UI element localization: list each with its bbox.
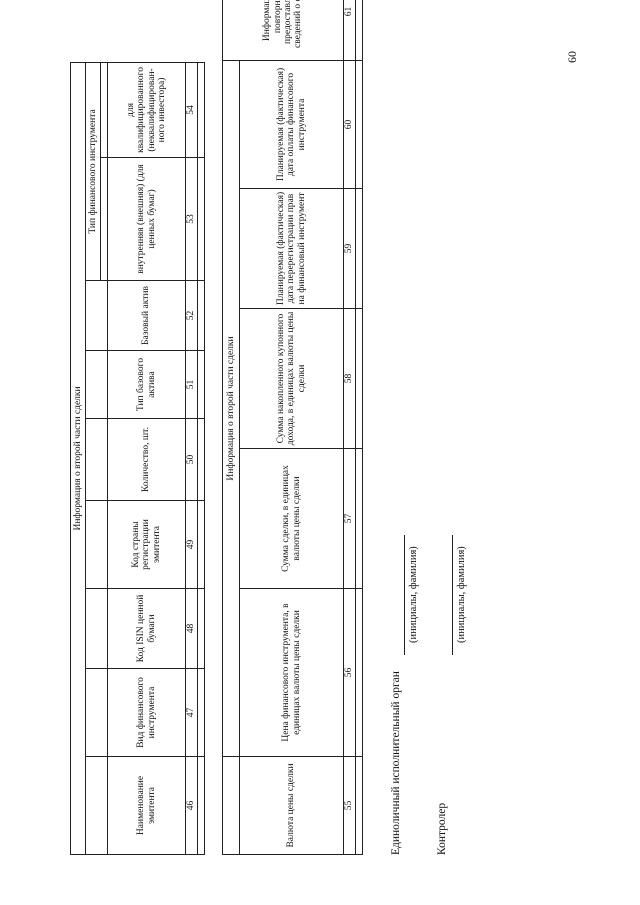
table2-group-title: Информация о второй части сделки (222, 60, 240, 757)
organ-label: Единоличный исполнительный орган (390, 671, 402, 855)
col-num-55: 55 (343, 756, 356, 855)
col-num-56: 56 (343, 588, 356, 757)
second-part-deal-table-2: Информация о второй части сделки Информа… (222, 0, 363, 855)
second-part-deal-table-1: Информация о второй части сделки Тип фин… (70, 62, 205, 855)
col-header-52: Базовый актив (107, 280, 186, 351)
col-header-54: для квалифицированного (неквалифицирован… (107, 62, 186, 158)
col-num-51: 51 (185, 350, 198, 419)
col-num-57: 57 (343, 448, 356, 589)
controller-signature-line (452, 535, 453, 655)
col-num-60: 60 (343, 60, 356, 189)
col-num-54: 54 (185, 62, 198, 158)
organ-caption: (инициалы, фамилия) (408, 546, 419, 643)
col-header-49: Код страны регистрации эмитента (107, 500, 186, 589)
col-num-50: 50 (185, 418, 198, 501)
col-header-59: Планируемая (фактическая) дата перерегис… (239, 188, 344, 309)
col-num-61: 61 (343, 0, 356, 61)
col-header-50: Количество, шт. (107, 418, 186, 501)
col-header-47: Вид финансового инструмента (107, 668, 186, 757)
col-header-58: Сумма накопленного купонного дохода, в е… (239, 308, 344, 449)
col-num-58: 58 (343, 308, 356, 449)
col-num-53: 53 (185, 157, 198, 281)
col-header-51: Тип базового актива (107, 350, 186, 419)
col-num-48: 48 (185, 588, 198, 669)
col-header-55: Валюта цены сделки (239, 756, 344, 855)
col-header-48: Код ISIN ценной бумаги (107, 588, 186, 669)
controller-caption: (инициалы, фамилия) (456, 546, 467, 643)
col-num-59: 59 (343, 188, 356, 309)
col-num-46: 46 (185, 756, 198, 855)
col-header-61: Информация о повторном предоставлении св… (222, 0, 344, 61)
col-header-53: внутренняя (внешняя) (для ценных бумаг) (107, 157, 186, 281)
col-num-52: 52 (185, 280, 198, 351)
page-number: 60 (565, 51, 579, 63)
col-header-56: Цена финансового инструмента, в единицах… (239, 588, 344, 757)
col-header-46: Наименование эмитента (107, 756, 186, 855)
col-header-60: Планируемая (фактическая) дата оплаты фи… (239, 60, 344, 189)
table1-subgroup-title: Тип финансового инструмента (85, 62, 101, 281)
table1-group-title: Информация о второй части сделки (70, 62, 86, 855)
col-header-57: Сумма сделки, в единицах валюты цены сде… (239, 448, 344, 589)
controller-label: Контролер (436, 802, 448, 855)
col-num-49: 49 (185, 500, 198, 589)
col-num-47: 47 (185, 668, 198, 757)
organ-signature-line (404, 535, 405, 655)
